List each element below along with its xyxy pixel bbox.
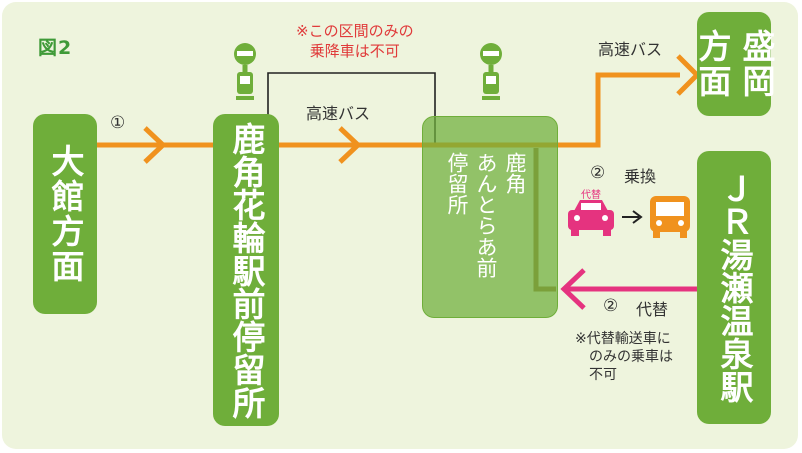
alt-note-line2: のみの乗車は: [589, 349, 673, 366]
figure-label: 図2: [38, 37, 73, 59]
step-one-label: ①: [110, 113, 126, 133]
morioka-direction-node: 方面 盛岡: [693, 12, 776, 116]
section-note-line2: 乗降車は不可: [309, 41, 400, 60]
kazuno-hanawa-stop-node: 鹿角花輪駅前停留所: [213, 114, 279, 426]
express-bus-mid-label: 高速バス: [306, 104, 371, 123]
odate-direction-label: 大館方面: [45, 144, 85, 284]
step-two-transfer-label: ②: [590, 163, 606, 183]
alt-note-line3: 不可: [589, 367, 617, 384]
kazuno-hanawa-stop-label: 鹿角花輪駅前停留所: [226, 121, 266, 419]
ando-stop-line2: あんとらあ前: [474, 152, 498, 278]
morioka-direction-label-right: 盛岡: [736, 29, 776, 99]
bus-icon: [650, 196, 690, 238]
yuze-onsen-station-label: ＪＲ湯瀬温泉駅: [714, 172, 754, 403]
bus-stop-icon: [480, 43, 502, 100]
arrow-chevron-1: [143, 126, 167, 164]
no-boarding-section-bracket: [267, 72, 436, 143]
alternate-service-label: 代替: [636, 300, 669, 319]
car-icon: [568, 200, 614, 236]
morioka-direction-label-left: 方面: [693, 29, 732, 99]
ando-stop-line3: 停留所: [445, 152, 469, 215]
transfer-label: 乗換: [624, 167, 657, 186]
yuze-onsen-station-node: ＪＲ湯瀬温泉駅: [697, 151, 771, 424]
section-restriction-note: ※この区間のみの 乗降車は不可: [296, 22, 414, 61]
ando-stop-line1: 鹿角: [503, 152, 527, 194]
express-bus-top-label: 高速バス: [598, 40, 663, 59]
section-note-line1: ※この区間のみの: [296, 22, 414, 40]
arrow-chevron-2: [338, 126, 362, 164]
arrow-chevron-alt: [560, 268, 586, 310]
alternate-restriction-note: ※代替輸送車に のみの乗車は 不可: [575, 330, 673, 385]
odate-direction-node: 大館方面: [33, 114, 97, 314]
alt-note-line1: ※代替輸送車に: [575, 331, 671, 347]
arrow-right-icon: [622, 210, 643, 224]
express-bus-route: [97, 72, 680, 148]
bus-stop-icon: [234, 43, 256, 100]
ando-stop-node: 鹿角 あんとらあ前 停留所: [422, 116, 558, 318]
step-two-alt-label: ②: [603, 296, 619, 316]
car-label: 代替: [581, 190, 601, 201]
